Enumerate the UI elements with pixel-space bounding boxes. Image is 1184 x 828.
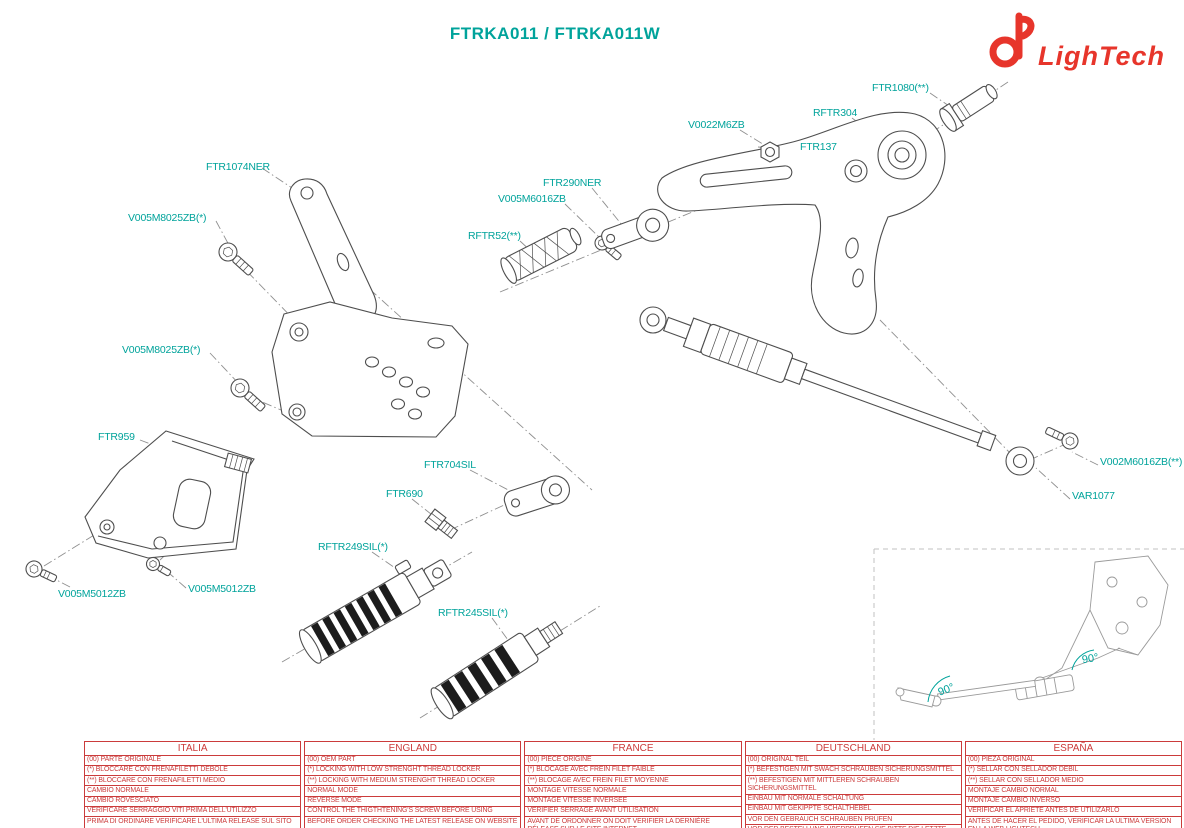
part-label-ftr1074ner: FTR1074NER [206, 161, 270, 173]
legend-row: (*) SELLAR CON SELLADOR DEBIL [965, 764, 1182, 775]
leader-lines [44, 92, 1099, 641]
part-label-v005m5012zb-left: V005M5012ZB [58, 588, 126, 600]
legend-row: (00) OEM PART [305, 754, 521, 765]
legend-row: (**) BLOCCARE CON FRENAFILETTI MEDIO [85, 775, 301, 785]
legend-row: VERIFICARE SERRAGGIO VITI PRIMA DELL'UTI… [85, 805, 301, 816]
legend-row: REVERSE MODE [305, 795, 521, 806]
part-label-v005m5012zb-right: V005M5012ZB [188, 583, 256, 595]
legend-row: (00) PARTE ORIGINALE [85, 754, 301, 765]
part-label-rftr245sil: RFTR245SIL(*) [438, 607, 508, 619]
part-label-rftr52: RFTR52(**) [468, 230, 521, 242]
legend-row: PRIMA DI ORDINARE VERIFICARE L'ULTIMA RE… [85, 816, 301, 828]
legend-row: (**) SELLAR CON SELLADOR MEDIO [965, 775, 1182, 785]
legend-row: EINBAU MIT NORMALE SCHALTUNG [745, 793, 961, 804]
ftr704sil-link-drawing [503, 475, 571, 517]
legend-row: EINBAU MIT GEKIPPTE SCHALTHEBEL [745, 803, 961, 814]
v005m8025zb-screw-lower-drawing [230, 378, 266, 412]
v005m8025zb-screw-upper-drawing [218, 242, 254, 276]
legend-row: ANTES DE HACER EL PEDIDO, VERIFICAR LA U… [965, 816, 1182, 828]
rftr52-toe-peg-drawing [500, 227, 582, 284]
legend-row: VERIFICAR EL APRIETE ANTES DE UTILIZARLO [965, 805, 1182, 816]
v005m5012zb-screw-right-drawing [145, 556, 172, 577]
legend-row: (**) BEFESTIGEN MIT MITTLEREN SCHRAUBEN … [745, 775, 961, 794]
legend-row: CAMBIO ROVESCIATO [85, 795, 301, 806]
rftr245sil-footpeg-drawing [430, 620, 564, 720]
legend-row: (**) LOCKING WITH MEDIUM STRENGHT THREAD… [305, 775, 521, 785]
ftr137-washer-drawing [844, 159, 868, 183]
part-label-ftr690: FTR690 [386, 488, 423, 500]
legend-country-heading: FRANCE [612, 743, 654, 754]
part-label-v005m6016zb: V005M6016ZB [498, 193, 566, 205]
legend-column-espana: ESPAÑA (00) PIEZA ORIGINAL (*) SELLAR CO… [964, 741, 1183, 828]
legend-row: BEFORE ORDER CHECKING THE LATEST RELEASE… [305, 816, 521, 828]
part-label-rftr249sil: RFTR249SIL(*) [318, 541, 388, 553]
rftr304-lever-drawing [657, 111, 946, 335]
part-label-ftr959: FTR959 [98, 431, 135, 443]
ftr690-bolt-drawing [424, 508, 459, 540]
legend-row: (*) BEFESTIGEN MIT SWACH SCHRAUBEN SICHE… [745, 764, 961, 775]
legend-row: VERIFIER SERRAGE AVANT UTILISATION [525, 805, 741, 816]
legend-row: (*) BLOCCARE CON FRENAFILETTI DEBOLE [85, 764, 301, 775]
v005m5012zb-screw-left-drawing [25, 560, 58, 583]
legend-row: (*) BLOCAGE AVEC FREIN FILET FAIBLE [525, 764, 741, 775]
v0022m6zb-nut-drawing [760, 141, 780, 163]
v002m6016zb-screw-drawing [1045, 426, 1079, 450]
legend-column-france: FRANCE (00) PIECE ORIGINE (*) BLOCAGE AV… [524, 741, 742, 828]
legend-row: MONTAGE VITESSE NORMALE [525, 785, 741, 795]
legend-column-deutschland: DEUTSCHLAND (00) ORIGINAL TEIL (*) BEFES… [744, 741, 962, 828]
legend-row: (00) ORIGINAL TEIL [745, 754, 961, 765]
legend-row: AVANT DE ORDONNER ON DOIT VERIFIER LA DE… [525, 816, 741, 828]
part-label-v0022m6zb: V0022M6ZB [688, 119, 745, 131]
part-label-var1077: VAR1077 [1072, 490, 1115, 502]
legend-country-heading: ENGLAND [388, 743, 437, 754]
legend-row: (**) BLOCAGE AVEC FREIN FILET MOYENNE [525, 775, 741, 785]
brand-name: LighTech [1038, 41, 1165, 71]
legend-row: (*) LOCKING WITH LOW STRENGHT THREAD LOC… [305, 764, 521, 775]
legend-row: CAMBIO NORMALE [85, 785, 301, 795]
part-label-ftr137: FTR137 [800, 141, 837, 153]
legend-row: VOR DER BESTELLUNG ÜBERPRÜFEN SIE BITTE … [745, 824, 961, 828]
ftr959-heel-guard-drawing [84, 430, 255, 559]
assembled-inset-drawing [873, 548, 1184, 740]
exploded-diagram [25, 81, 1184, 740]
legend-country-heading: ESPAÑA [1053, 743, 1094, 754]
ftr290ner-link-drawing [601, 208, 670, 250]
part-label-rftr304: RFTR304 [813, 107, 858, 119]
ftr1074ner-bracket-drawing [271, 178, 469, 438]
legend-row: MONTAJE CAMBIO NORMAL [965, 785, 1182, 795]
legend-row: (00) PIEZA ORIGINAL [965, 754, 1182, 765]
part-label-ftr290ner: FTR290NER [543, 177, 602, 189]
legend-row: MONTAJE CAMBIO INVERSO [965, 795, 1182, 806]
legend-row: VOR DEN GEBRAUCH SCHRAUBEN PRÜFEN [745, 814, 961, 824]
legend-country-heading: ITALIA [177, 743, 208, 754]
tie-rod-assembly-drawing [639, 306, 1035, 476]
part-label-v005m8025zb-lower: V005M8025ZB(*) [122, 344, 201, 356]
part-label-ftr704sil: FTR704SIL [424, 459, 476, 471]
legend-column-england: ENGLAND (00) OEM PART (*) LOCKING WITH L… [304, 741, 522, 828]
page-title: FTRKA011 / FTRKA011W [449, 24, 661, 43]
part-label-ftr1080: FTR1080(**) [872, 82, 929, 94]
legend-row: CONTROL THE THIGTHTENING'S SCREW BEFORE … [305, 805, 521, 816]
rftr249sil-footpeg-drawing [298, 559, 452, 664]
ftr1080-pin-drawing [939, 84, 998, 132]
part-label-v002m6016zb: V002M6016ZB(**) [1100, 456, 1183, 468]
legend-row: MONTAGE VITESSE INVERSEE [525, 795, 741, 806]
legend-country-heading: DEUTSCHLAND [815, 743, 891, 754]
brand-logo: LighTech [988, 10, 1165, 72]
legend-table: ITALIA (00) PARTE ORIGINALE (*) BLOCCARE… [84, 741, 1183, 828]
part-label-v005m8025zb-upper: V005M8025ZB(*) [128, 212, 207, 224]
legend-row: (00) PIECE ORIGINE [525, 754, 741, 765]
legend-row: NORMAL MODE [305, 785, 521, 795]
legend-column-italia: ITALIA (00) PARTE ORIGINALE (*) BLOCCARE… [84, 741, 302, 828]
lightech-logo-icon [989, 12, 1035, 68]
